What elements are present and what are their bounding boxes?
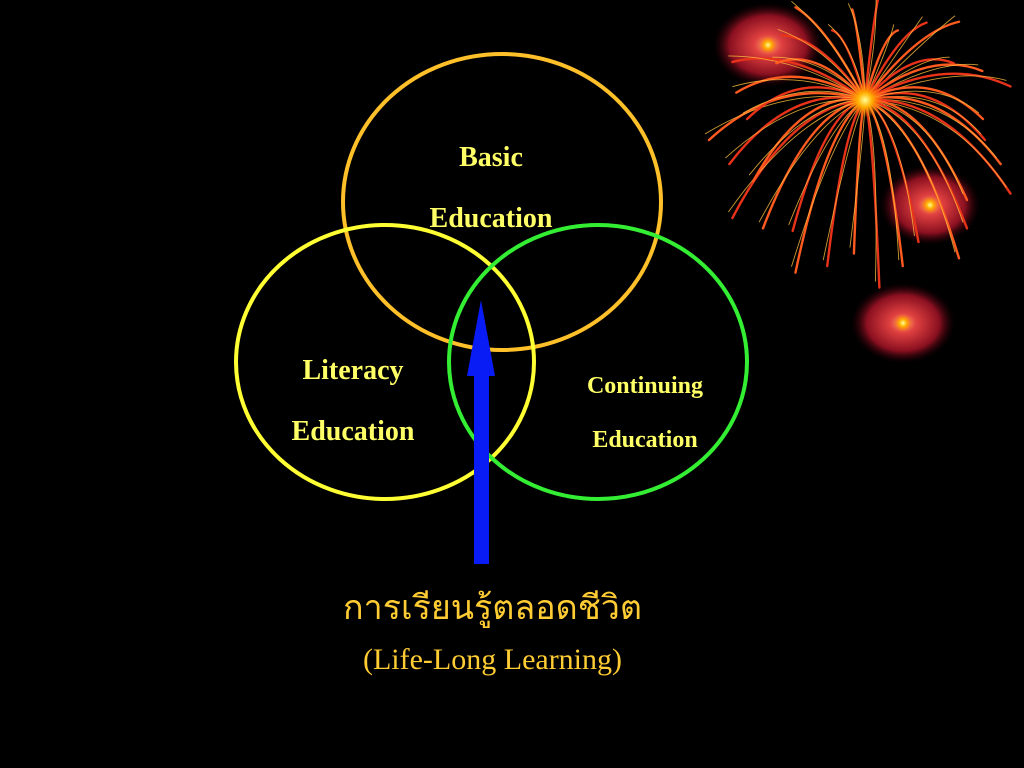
- literacy-education-label: Education: [292, 416, 415, 447]
- literacy-label: Literacy: [302, 355, 403, 386]
- upward-arrow: [467, 300, 495, 564]
- continuing-label: Continuing: [587, 373, 703, 399]
- firework-ray: [863, 20, 961, 102]
- firework-decoration: [704, 0, 1012, 363]
- basic-education-label: Education: [430, 203, 553, 234]
- firework-ray: [863, 72, 1012, 102]
- arrow-shaft: [474, 372, 489, 564]
- firework-ray: [863, 98, 881, 289]
- literacy-education-circle: [234, 223, 536, 501]
- glow-core: [759, 36, 777, 54]
- continuing-education-circle: [447, 223, 749, 501]
- firework-spark: [728, 55, 866, 101]
- continuing-education-label: Education: [592, 427, 697, 453]
- basic-label: Basic: [459, 142, 523, 173]
- arrow-head: [467, 300, 495, 376]
- firework-ray: [826, 98, 867, 268]
- firework-ray: [731, 57, 867, 102]
- firework-ray: [707, 91, 867, 142]
- english-caption: (Life-Long Learning): [362, 643, 623, 676]
- firework-core: [847, 82, 883, 118]
- glow-core: [894, 314, 912, 332]
- firework-spark: [704, 96, 866, 135]
- glow-core: [921, 196, 939, 214]
- basic-education-circle: [341, 52, 663, 352]
- thai-caption: การเรียนรู้ตลอดชีวิต: [343, 590, 642, 627]
